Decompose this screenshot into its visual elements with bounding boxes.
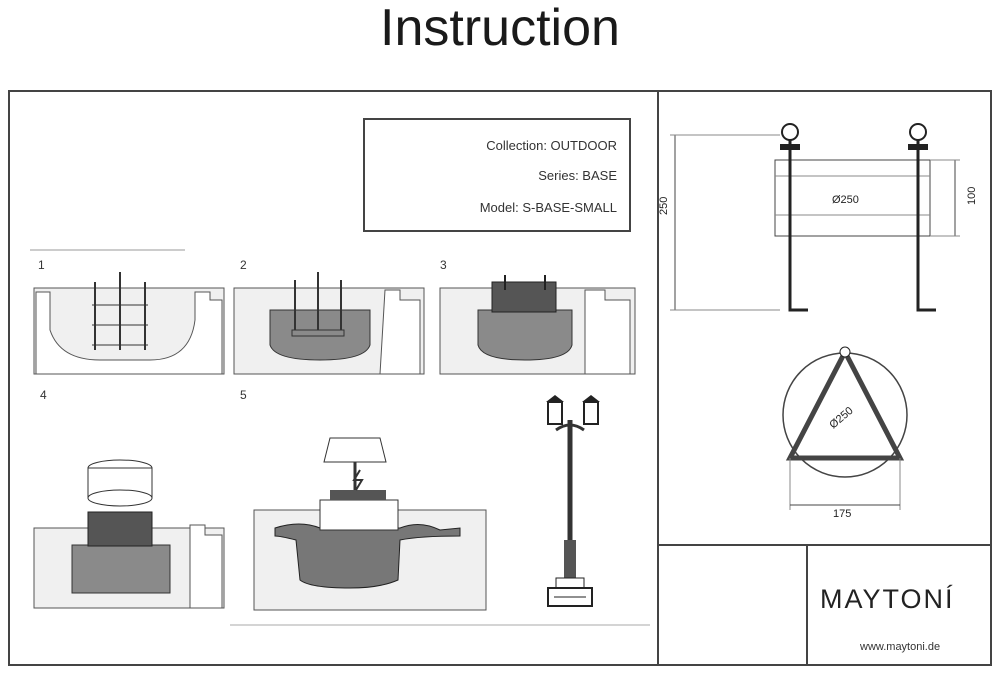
step-number-4: 4 bbox=[40, 388, 47, 402]
dim-width-label: 175 bbox=[833, 508, 852, 520]
step5-illustration bbox=[253, 437, 487, 611]
instruction-frame bbox=[8, 90, 992, 666]
series-label: Series: BASE bbox=[538, 168, 617, 183]
brand-logo: MAYTONÍ bbox=[820, 584, 955, 614]
website-link[interactable]: www.maytoni.de bbox=[860, 641, 941, 653]
model-info-box: Collection: OUTDOOR Series: BASE Model: … bbox=[363, 118, 631, 232]
step-number-1: 1 bbox=[38, 258, 45, 272]
model-label: Model: S-BASE-SMALL bbox=[479, 200, 617, 215]
collection-label: Collection: OUTDOOR bbox=[486, 138, 617, 153]
lamp-post-illustration bbox=[546, 395, 600, 607]
top-view-drawing bbox=[782, 346, 908, 510]
divider-vertical bbox=[657, 90, 659, 666]
divider-logo bbox=[806, 544, 808, 666]
dim-diameter-side-label: Ø250 bbox=[832, 194, 859, 206]
step1-illustration bbox=[33, 272, 225, 375]
dim-top-height-label: 100 bbox=[966, 186, 978, 205]
step-number-3: 3 bbox=[440, 258, 447, 272]
divider-horizontal bbox=[657, 544, 992, 546]
page-title: Instruction bbox=[380, 0, 620, 57]
dim-height-label: 250 bbox=[658, 196, 670, 215]
step-number-2: 2 bbox=[240, 258, 247, 272]
step4-illustration bbox=[33, 459, 225, 609]
step-number-5: 5 bbox=[240, 388, 247, 402]
step2-illustration bbox=[233, 272, 425, 375]
side-view-drawing bbox=[670, 123, 960, 312]
step3-illustration bbox=[439, 275, 636, 375]
